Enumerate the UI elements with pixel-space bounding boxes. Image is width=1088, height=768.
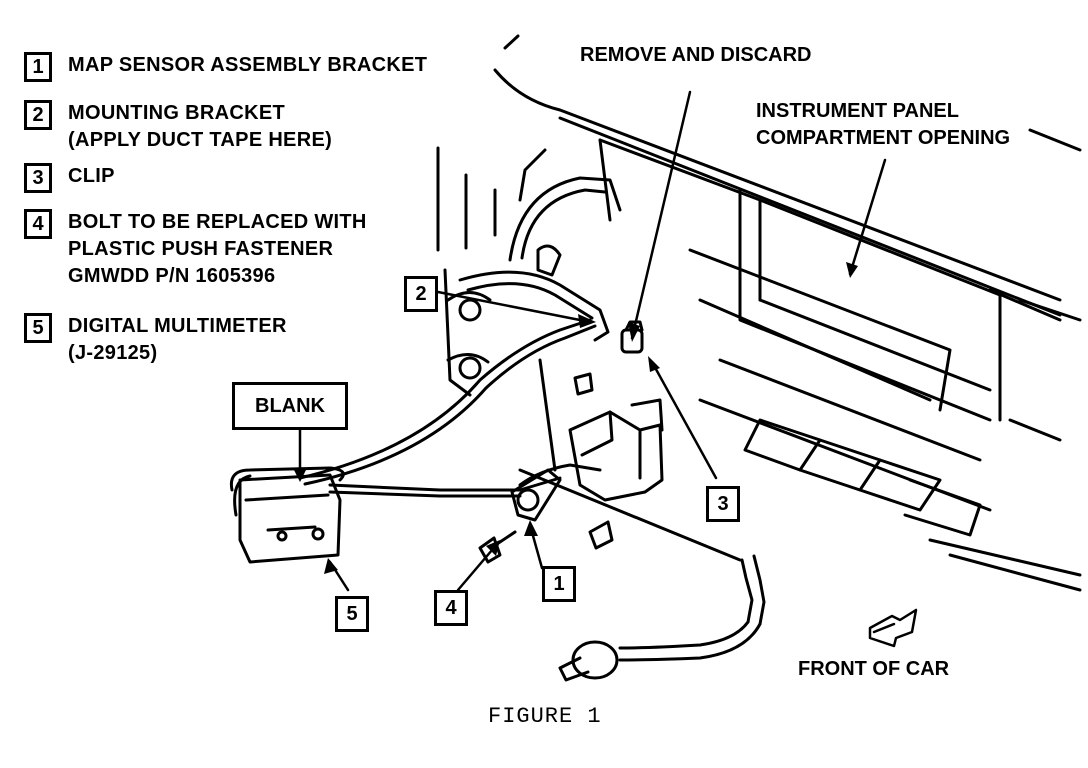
legend-number-1: 1: [24, 52, 52, 82]
legend-number-2: 2: [24, 100, 52, 130]
legend-text-5-line-1: DIGITAL MULTIMETER: [68, 315, 287, 337]
map-sensor-assembly-drawing: [510, 372, 664, 522]
instrument-panel-label: INSTRUMENT PANEL: [756, 100, 959, 122]
callout-2: 2: [404, 276, 438, 312]
front-of-car-label: FRONT OF CAR: [798, 658, 950, 680]
blank-label: BLANK: [232, 382, 348, 430]
callout-4: 4: [434, 590, 468, 626]
callout-5: 5: [335, 596, 369, 632]
legend-item-5: 5 DIGITAL MULTIMETER (J-29125): [24, 313, 287, 367]
legend-text-2-line-1: MOUNTING BRACKET: [68, 102, 286, 124]
arrowheads: [294, 262, 858, 574]
legend-item-4: 4 BOLT TO BE REPLACED WITH PLASTIC PUSH …: [24, 209, 367, 290]
remove-and-discard-label: REMOVE AND DISCARD: [580, 44, 812, 66]
left-frame: [436, 146, 557, 472]
bolt-drawing: [478, 520, 614, 564]
legend-text-5-line-2: (J-29125): [68, 342, 158, 364]
legend-number-3: 3: [24, 163, 52, 193]
legend-text-2-line-2: (APPLY DUCT TAPE HERE): [68, 129, 333, 151]
mounting-bracket-drawing: [458, 176, 622, 342]
legend-text-3-line-1: CLIP: [68, 165, 115, 187]
callout-1: 1: [542, 566, 576, 602]
legend-text-1-line-1: MAP SENSOR ASSEMBLY BRACKET: [68, 54, 428, 76]
legend-number-5: 5: [24, 313, 52, 343]
legend-item-3: 3 CLIP: [24, 163, 115, 193]
vacuum-hose-drawing: [518, 468, 766, 682]
legend-text-4-line-1: BOLT TO BE REPLACED WITH: [68, 211, 367, 233]
callout-3: 3: [706, 486, 740, 522]
legend-text-4-line-3: GMWDD P/N 1605396: [68, 265, 276, 287]
figure-caption: FIGURE 1: [488, 704, 602, 729]
legend-item-2: 2 MOUNTING BRACKET (APPLY DUCT TAPE HERE…: [24, 100, 332, 154]
leader-lines: [298, 90, 887, 592]
front-of-car-arrow: [868, 608, 918, 648]
legend-number-4: 4: [24, 209, 52, 239]
legend-item-1: 1 MAP SENSOR ASSEMBLY BRACKET: [24, 52, 427, 82]
instrument-panel-structure: [493, 34, 1082, 592]
compartment-opening-label: COMPARTMENT OPENING: [756, 127, 1011, 149]
multimeter-drawing: [229, 318, 597, 564]
legend-text-4-line-2: PLASTIC PUSH FASTENER: [68, 238, 334, 260]
